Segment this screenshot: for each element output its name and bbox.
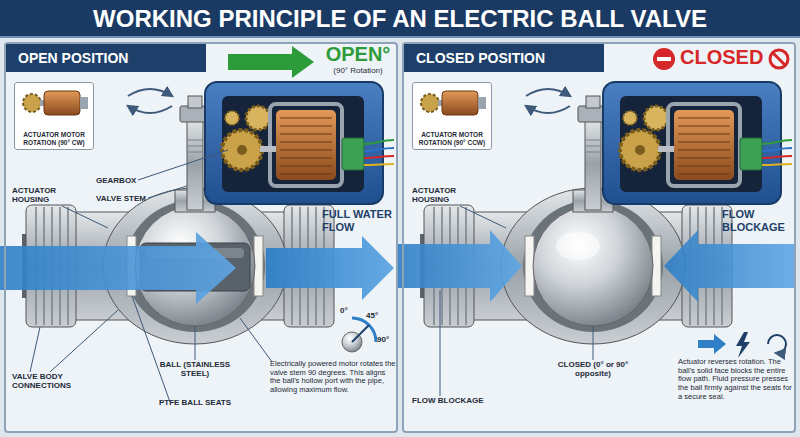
angle-mark: 45°	[366, 311, 378, 320]
inset-caption: ACTUATOR MOTOR ROTATION (90° CW)	[16, 131, 92, 146]
prohibit-icon	[770, 50, 788, 68]
rotation-note: (90° Rotation)	[318, 66, 398, 75]
stop-bar	[657, 57, 671, 61]
action-arrow	[698, 334, 726, 354]
gauge-pointer	[352, 325, 369, 342]
part-label: ACTUATOR HOUSING	[412, 186, 476, 204]
flow-label: FULL WATER FLOW	[322, 208, 398, 233]
panel-heading: OPEN POSITION	[6, 44, 206, 72]
description-note: Actuator reverses rotation. The ball's s…	[678, 358, 794, 401]
angle-mark: 0°	[340, 306, 348, 315]
description-note: Electrically powered motor rotates the v…	[270, 360, 396, 395]
part-label: GEARBOX	[96, 176, 136, 185]
part-label: ACTUATOR HOUSING	[12, 186, 76, 204]
flow-arrow	[266, 236, 394, 300]
part-label: FLOW BLOCKAGE	[412, 396, 484, 405]
open-arrow	[228, 46, 314, 78]
leader-line	[593, 326, 594, 360]
part-label: VALVE STEM	[96, 194, 146, 203]
inset-caption: ACTUATOR MOTOR ROTATION (90° CCW)	[414, 131, 490, 146]
flow-arrow	[398, 230, 522, 302]
prohibit-slash	[773, 53, 785, 65]
flow-label: FLOW BLOCKAGE	[722, 208, 796, 233]
title-band	[0, 0, 800, 38]
title-rule	[0, 36, 800, 38]
gauge-arc	[352, 318, 376, 342]
flow-arrow	[0, 232, 236, 304]
state-label: CLOSED (0° or 90° opposite)	[555, 360, 631, 378]
leader-line	[50, 310, 118, 372]
stop-icon	[653, 48, 675, 70]
leader-line	[30, 327, 40, 372]
mini-motor	[412, 82, 492, 150]
status-text: CLOSED	[680, 46, 763, 69]
motor-inset: ACTUATOR MOTOR ROTATION (90° CCW)	[412, 82, 492, 150]
status-text: OPEN°	[318, 43, 398, 66]
diagram-title: WORKING PRINCIPLE OF AN ELECTRIC BALL VA…	[0, 0, 800, 38]
power-icon	[736, 332, 750, 358]
leader-line	[460, 206, 506, 228]
part-label: BALL (STAINLESS STEEL)	[157, 360, 233, 378]
ball-highlight	[556, 232, 600, 260]
mini-motor	[14, 82, 94, 150]
rotation-icon	[768, 335, 786, 353]
leader-line	[62, 206, 108, 228]
panel-background	[402, 42, 796, 433]
leader-line	[195, 326, 196, 360]
part-label: PTFE BALL SEATS	[155, 398, 235, 407]
panel-heading: CLOSED POSITION	[404, 44, 604, 72]
leader-line	[240, 318, 272, 362]
leader-line	[148, 186, 187, 198]
angle-mark: 90°	[377, 335, 389, 344]
leader-line	[138, 150, 228, 180]
flow-arrow	[664, 230, 794, 302]
leader-line	[440, 290, 441, 396]
leader-line	[132, 296, 170, 402]
part-label: VALVE BODY CONNECTIONS	[12, 372, 86, 390]
motor-inset: ACTUATOR MOTOR ROTATION (90° CW)	[14, 82, 94, 150]
leader-line	[30, 150, 272, 402]
